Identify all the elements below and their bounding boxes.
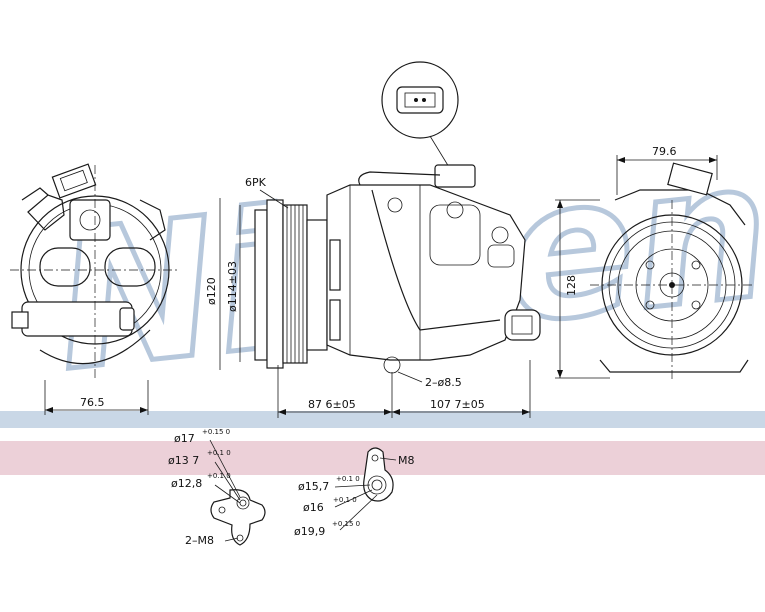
dim-a-d13: ø13 7 xyxy=(168,454,199,467)
blue-band xyxy=(0,411,765,428)
tol-a-d17: +0.15 0 xyxy=(202,428,230,436)
dim-b-thread: M8 xyxy=(398,454,415,467)
tol-b-d19: +0.15 0 xyxy=(332,520,360,528)
dim-a-d17: ø17 xyxy=(174,432,195,445)
dim-6pk: 6PK xyxy=(245,176,267,189)
dim-a-d12: ø12,8 xyxy=(171,477,202,490)
dim-b-d16: ø16 xyxy=(303,501,324,514)
dim-a-thread: 2–M8 xyxy=(185,534,214,547)
dim-107-7: 107 7±05 xyxy=(430,398,485,411)
tol-b-d16: +0.1 0 xyxy=(333,496,357,504)
left-view: 76.5 xyxy=(10,163,180,415)
dim-dia-114: ø114±03 xyxy=(226,261,239,312)
dim-76-5: 76.5 xyxy=(80,396,105,409)
center-view: 6PK ø120 ø114±03 87 6±05 107 7±05 2–ø8.5 xyxy=(205,61,541,418)
tol-a-d13: +0.1 0 xyxy=(207,449,231,457)
fitting-b: M8 ø15,7 +0.1 0 ø16 +0.1 0 ø19,9 +0.15 0 xyxy=(294,447,415,538)
dim-b-d19: ø19,9 xyxy=(294,525,325,538)
right-view: 79.6 128 xyxy=(555,145,755,380)
tol-b-d15: +0.1 0 xyxy=(336,475,360,483)
dim-87-6: 87 6±05 xyxy=(308,398,356,411)
tol-a-d12: +0.1 0 xyxy=(207,472,231,480)
dim-dia-120: ø120 xyxy=(205,277,218,305)
dim-79-6: 79.6 xyxy=(652,145,677,158)
dim-128: 128 xyxy=(565,275,578,296)
dim-b-d15: ø15,7 xyxy=(298,480,329,493)
dim-holes: 2–ø8.5 xyxy=(425,376,462,389)
fitting-a: ø17 +0.15 0 ø13 7 +0.1 0 ø12,8 +0.1 0 2–… xyxy=(168,428,266,547)
